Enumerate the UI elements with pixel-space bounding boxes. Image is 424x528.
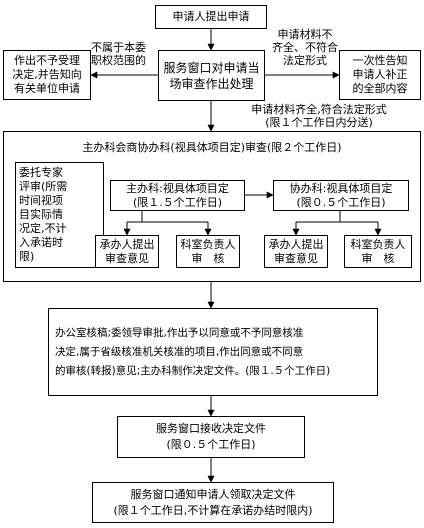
edge-label-incomplete: 申请材料不 齐全、不符合 法定形式 [272,28,338,67]
node-expert: 委托专家 评审(所需 时间视项 目实际情 况定,不计 入承诺时 限) [15,162,104,268]
node-assist-dept: 协办科:视具体项目定 (限０.５个工作日) [273,180,409,211]
node-chief-assist: 科室负责人 审 核 [344,235,412,268]
node-reject-label: 作出不予受理 决定,并告知向 有关单位申请 [12,54,82,95]
node-office-label: 办公室核稿;委领导审批,作出予以同意或不予同意核准 决定,属于省级核准机关核准的… [55,326,331,377]
node-assist-dept-label: 协办科:视具体项目定 (限０.５个工作日) [289,181,393,209]
node-receive-label: 服务窗口接收决定文件 (限０.５个工作日) [156,422,266,451]
node-final-label: 服务窗口通知申请人领取决定文件 (限１个工作日,不计算在承诺办结时限内) [113,487,313,517]
node-chief-main: 科室负责人 审 核 [176,235,240,268]
edge-label-not-in-scope: 不属于本委 职权范围的 [91,41,146,67]
node-chief-main-label: 科室负责人 审 核 [180,237,236,265]
node-expert-label: 委托专家 评审(所需 时间视项 目实际情 况定,不计 入承诺时 限) [19,166,68,263]
node-handler-assist-label: 承办人提出 审查意见 [268,237,324,265]
node-main-dept-label: 主办科:视具体项目定 (限１.５个工作日) [126,181,229,209]
node-notify-once-label: 一次性告知 申请人补正 的全部内容 [352,54,408,95]
node-handler-main-label: 承办人提出 审查意见 [99,237,155,265]
node-apply-label: 申请人提出申请 [172,10,250,23]
node-office: 办公室核稿;委领导审批,作出予以同意或不予同意核准 决定,属于省级核准机关核准的… [48,308,378,396]
node-apply: 申请人提出申请 [155,5,267,29]
node-handler-main: 承办人提出 审查意见 [95,235,159,268]
node-joint-review: 主办科会商协办科(视具体项目定)审查(限２个工作日) [3,131,421,282]
node-handler-assist: 承办人提出 审查意见 [264,235,328,268]
node-receive: 服务窗口接收决定文件 (限０.５个工作日) [117,416,305,458]
node-final: 服务窗口通知申请人领取决定文件 (限１个工作日,不计算在承诺办结时限内) [92,482,334,523]
node-chief-assist-label: 科室负责人 审 核 [350,237,406,265]
node-review: 服务窗口对申请当 场审查作出处理 [158,50,265,101]
node-notify-once: 一次性告知 申请人补正 的全部内容 [339,50,421,100]
edge-label-complete: 申请材料齐全,符合法定形式 (限１个工作日内分送) [251,103,387,129]
node-main-dept: 主办科:视具体项目定 (限１.５个工作日) [110,180,245,211]
node-joint-review-title: 主办科会商协办科(视具体项目定)审查(限２个工作日) [82,141,342,154]
node-review-label: 服务窗口对申请当 场审查作出处理 [163,60,260,91]
node-reject: 作出不予受理 决定,并告知向 有关单位申请 [3,50,91,100]
